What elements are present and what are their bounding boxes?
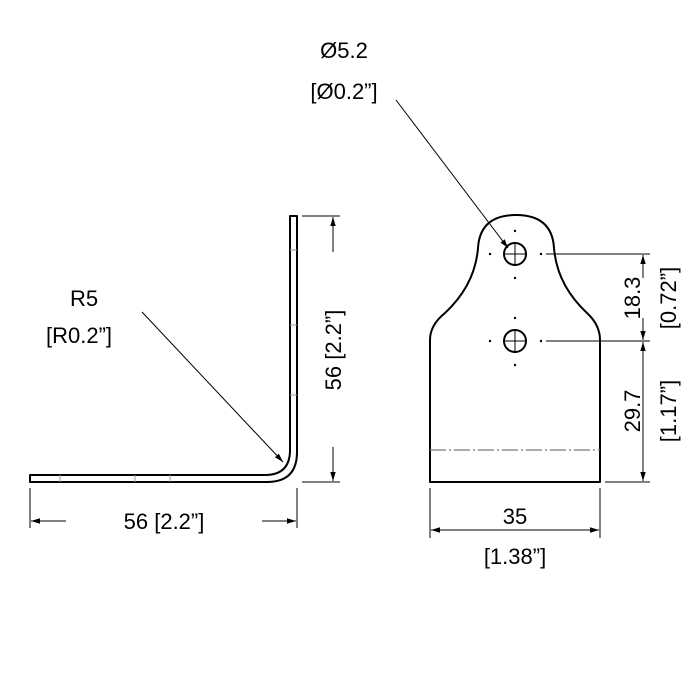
hole-top [503, 242, 527, 266]
bracket-profile [29, 215, 298, 483]
diameter-callout: Ø5.2 [Ø0.2”] [310, 38, 509, 249]
radius-callout: R5 [R0.2”] [46, 286, 284, 463]
tab-width-in: [1.38”] [484, 544, 546, 569]
diameter-label-mm: Ø5.2 [320, 38, 368, 63]
front-view: Ø5.2 [Ø0.2”] 18.3 [0.72”] 29.7 [1.17”] 3… [310, 38, 681, 569]
radius-label-in: [R0.2”] [46, 323, 112, 348]
tab-width-mm: 35 [503, 504, 527, 529]
flange-ticks [59, 249, 297, 482]
hole-bottom [503, 329, 527, 353]
width-label: 56 [2.2”] [124, 509, 205, 534]
height-label: 56 [2.2”] [321, 310, 346, 391]
hole-to-base-in: [1.17”] [656, 380, 681, 442]
hole-to-base-dimension: 29.7 [1.17”] [605, 342, 681, 483]
side-view: R5 [R0.2”] 56 [2.2”] 56 [2.2”] [29, 215, 346, 534]
hole-spacing-dimension: 18.3 [0.72”] [546, 253, 681, 342]
tab-outline [429, 214, 601, 483]
hole-spacing-mm: 18.3 [620, 277, 645, 320]
center-marks [488, 229, 543, 367]
tab-width-dimension: 35 [1.38”] [429, 488, 601, 569]
width-dimension: 56 [2.2”] [29, 488, 298, 534]
radius-label-mm: R5 [70, 286, 98, 311]
height-dimension: 56 [2.2”] [302, 215, 346, 483]
hole-to-base-mm: 29.7 [620, 390, 645, 433]
hole-spacing-in: [0.72”] [656, 267, 681, 329]
diameter-label-in: [Ø0.2”] [310, 79, 377, 104]
